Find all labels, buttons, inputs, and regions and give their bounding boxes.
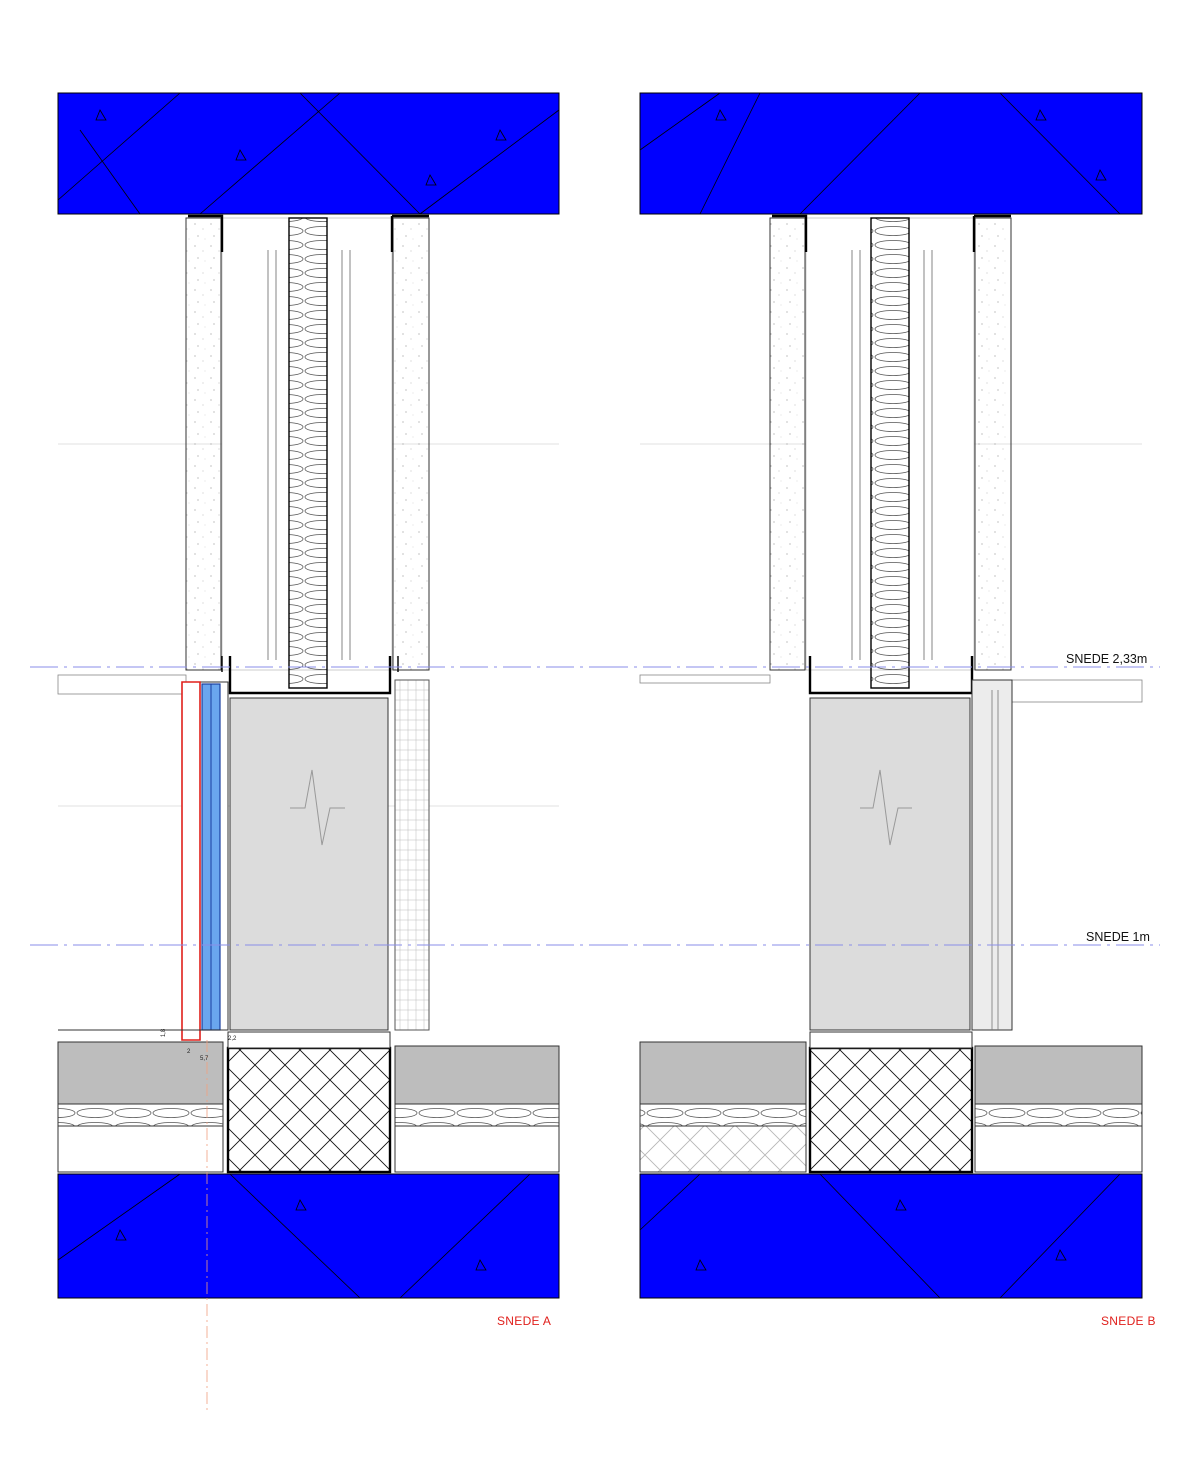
top-slab-b-marks <box>639 92 1121 215</box>
bottom-slab-a-marks <box>57 1173 531 1299</box>
tile-strip-a <box>394 679 430 1031</box>
insul-right-b <box>974 1125 1143 1173</box>
wood-sole-a <box>227 1031 391 1049</box>
bottom-slab-b-marks <box>639 1173 1121 1299</box>
pipes-left-a <box>57 1103 224 1127</box>
crosshatch-base-a <box>226 1046 392 1174</box>
grey-infill-a <box>229 697 389 1031</box>
ceiling-line-b-right <box>1010 679 1143 703</box>
cut-label-upper: SNEDE 2,33m <box>1066 652 1148 666</box>
top-slab-a <box>57 92 560 215</box>
pipes-right-a <box>394 1103 560 1127</box>
top-profile-a <box>188 214 429 252</box>
insul-left-a <box>57 1125 224 1173</box>
dimension-2-2: 2,2 <box>228 1036 237 1042</box>
screed-right-b <box>974 1045 1143 1105</box>
insul-left-b <box>639 1125 807 1173</box>
bottom-profile-a-inner <box>221 656 399 672</box>
break-symbol-b <box>860 769 912 846</box>
frame-red-a <box>181 681 201 1041</box>
section-b-title: SNEDE B <box>1101 1314 1156 1328</box>
bottom-profile-a <box>228 656 392 695</box>
pipes-right-b <box>974 1103 1143 1127</box>
bottom-slab-b <box>639 1173 1143 1299</box>
insul-right-a <box>394 1125 560 1173</box>
top-slab-a-marks <box>57 92 560 215</box>
dimension-1-8: 1,8 <box>161 1028 168 1038</box>
dimension-2: 2 <box>187 1049 191 1055</box>
cut-label-lower: SNEDE 1m <box>1086 930 1150 944</box>
section-a <box>30 92 600 1410</box>
pipes-left-b <box>639 1103 807 1127</box>
section-b <box>600 92 1160 1299</box>
ceiling-line-b-left <box>639 674 771 684</box>
board-left-b <box>769 217 806 671</box>
insulation-b <box>870 217 910 689</box>
section-a-title: SNEDE A <box>497 1314 552 1328</box>
board-left-a <box>185 217 222 671</box>
bottom-slab-a <box>57 1173 560 1299</box>
grey-infill-b <box>809 697 971 1031</box>
top-slab-b <box>639 92 1143 215</box>
insulation-a <box>288 217 328 689</box>
screed-left-a <box>57 1041 224 1105</box>
wood-sole-b <box>809 1031 973 1049</box>
board-right-b <box>974 217 1012 671</box>
crosshatch-base-b <box>808 1046 974 1174</box>
bottom-profile-b <box>808 656 974 695</box>
break-symbol-a <box>290 769 345 846</box>
board-right-a <box>392 217 430 671</box>
screed-right-a <box>394 1045 560 1105</box>
ceiling-line-a <box>57 674 187 695</box>
screed-left-b <box>639 1041 807 1105</box>
dimension-5-7: 5,7 <box>200 1056 209 1062</box>
top-profile-b <box>772 214 1011 252</box>
